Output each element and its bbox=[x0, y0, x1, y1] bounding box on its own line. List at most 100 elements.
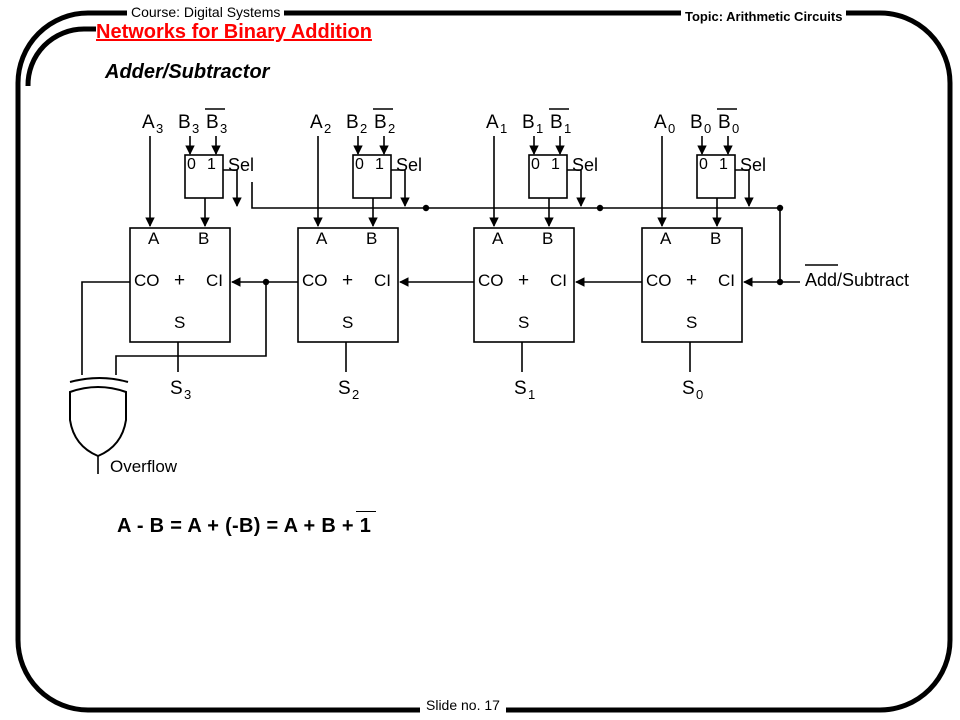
svg-text:A: A bbox=[486, 112, 499, 133]
adder-sum-pin-label: S bbox=[518, 313, 529, 332]
adder-a-pin-label: A bbox=[660, 229, 672, 248]
junction-dot bbox=[776, 278, 784, 286]
svg-text:3: 3 bbox=[156, 121, 163, 136]
svg-text:2: 2 bbox=[388, 121, 395, 136]
mux-input-0-label: 0 bbox=[355, 156, 364, 173]
mux-input-0-label: 0 bbox=[187, 156, 196, 173]
adder-carry-in-label: CI bbox=[550, 271, 567, 290]
adder-carry-out-label: CO bbox=[134, 271, 160, 290]
svg-text:B: B bbox=[374, 112, 387, 133]
adder-sum-pin-label: S bbox=[342, 313, 353, 332]
svg-text:S: S bbox=[170, 378, 183, 399]
mux-0 bbox=[696, 154, 736, 199]
full-adder-1 bbox=[473, 227, 575, 343]
adder-sum-pin-label: S bbox=[174, 313, 185, 332]
overflow-label: Overflow bbox=[110, 457, 178, 476]
slide-title: Networks for Binary Addition bbox=[96, 21, 372, 43]
svg-text:S: S bbox=[338, 378, 351, 399]
circuit-wires bbox=[81, 136, 800, 474]
svg-text:A: A bbox=[654, 112, 667, 133]
mux-input-1-label: 1 bbox=[375, 156, 384, 173]
adder-b-pin-label: B bbox=[710, 229, 721, 248]
svg-text:2: 2 bbox=[324, 121, 331, 136]
full-adder-0 bbox=[641, 227, 743, 343]
svg-text:0: 0 bbox=[696, 387, 703, 402]
svg-text:S: S bbox=[682, 378, 695, 399]
adder-plus-label: + bbox=[518, 270, 529, 291]
mux-input-0-label: 0 bbox=[531, 156, 540, 173]
junction-dot bbox=[422, 204, 430, 212]
mux-1 bbox=[528, 154, 568, 199]
adder-b-pin-label: B bbox=[198, 229, 209, 248]
course-label: Course: Digital Systems bbox=[127, 4, 285, 20]
mux-input-1-label: 1 bbox=[551, 156, 560, 173]
adder-carry-in-label: CI bbox=[718, 271, 735, 290]
svg-text:3: 3 bbox=[184, 387, 191, 402]
slide-subtitle: Adder/Subtractor bbox=[105, 61, 270, 83]
svg-text:1: 1 bbox=[536, 121, 543, 136]
subtraction-equation: A - B = A + (-B) = A + B + 1 bbox=[117, 515, 372, 537]
junction-dot bbox=[596, 204, 604, 212]
adder-sum-pin-label: S bbox=[686, 313, 697, 332]
mux-input-0-label: 0 bbox=[699, 156, 708, 173]
mux-input-1-label: 1 bbox=[719, 156, 728, 173]
adder-plus-label: + bbox=[342, 270, 353, 291]
adder-b-pin-label: B bbox=[366, 229, 377, 248]
svg-text:B: B bbox=[550, 112, 563, 133]
svg-text:1: 1 bbox=[528, 387, 535, 402]
svg-text:0: 0 bbox=[704, 121, 711, 136]
svg-text:B: B bbox=[346, 112, 359, 133]
adder-plus-label: + bbox=[174, 270, 185, 291]
full-adder-2 bbox=[297, 227, 399, 343]
mux-select-label: Sel bbox=[572, 155, 598, 175]
svg-text:B: B bbox=[690, 112, 703, 133]
svg-text:3: 3 bbox=[192, 121, 199, 136]
adder-a-pin-label: A bbox=[148, 229, 160, 248]
mux-input-1-label: 1 bbox=[207, 156, 216, 173]
adder-carry-out-label: CO bbox=[302, 271, 328, 290]
mux-select-label: Sel bbox=[228, 155, 254, 175]
xor-gate-overflow bbox=[69, 377, 129, 458]
svg-text:3: 3 bbox=[220, 121, 227, 136]
adder-a-pin-label: A bbox=[492, 229, 504, 248]
svg-text:1: 1 bbox=[564, 121, 571, 136]
junction-dot bbox=[262, 278, 270, 286]
svg-text:S: S bbox=[514, 378, 527, 399]
b-complement-bar bbox=[356, 511, 376, 512]
mux-select-label: Sel bbox=[396, 155, 422, 175]
adder-carry-out-label: CO bbox=[646, 271, 672, 290]
mux-select-label: Sel bbox=[740, 155, 766, 175]
svg-text:A: A bbox=[142, 112, 155, 133]
svg-text:B: B bbox=[522, 112, 535, 133]
svg-text:2: 2 bbox=[352, 387, 359, 402]
adder-carry-out-label: CO bbox=[478, 271, 504, 290]
svg-text:B: B bbox=[206, 112, 219, 133]
svg-text:0: 0 bbox=[732, 121, 739, 136]
svg-text:Add/Subtract: Add/Subtract bbox=[805, 270, 909, 290]
add-subtract-control-label: Add/Subtract bbox=[805, 264, 909, 290]
adder-b-pin-label: B bbox=[542, 229, 553, 248]
svg-text:B: B bbox=[178, 112, 191, 133]
topic-label: Topic: Arithmetic Circuits bbox=[681, 9, 847, 24]
adder-carry-in-label: CI bbox=[206, 271, 223, 290]
junction-dot bbox=[776, 204, 784, 212]
svg-text:0: 0 bbox=[668, 121, 675, 136]
slide-number: Slide no. 17 bbox=[420, 697, 506, 713]
